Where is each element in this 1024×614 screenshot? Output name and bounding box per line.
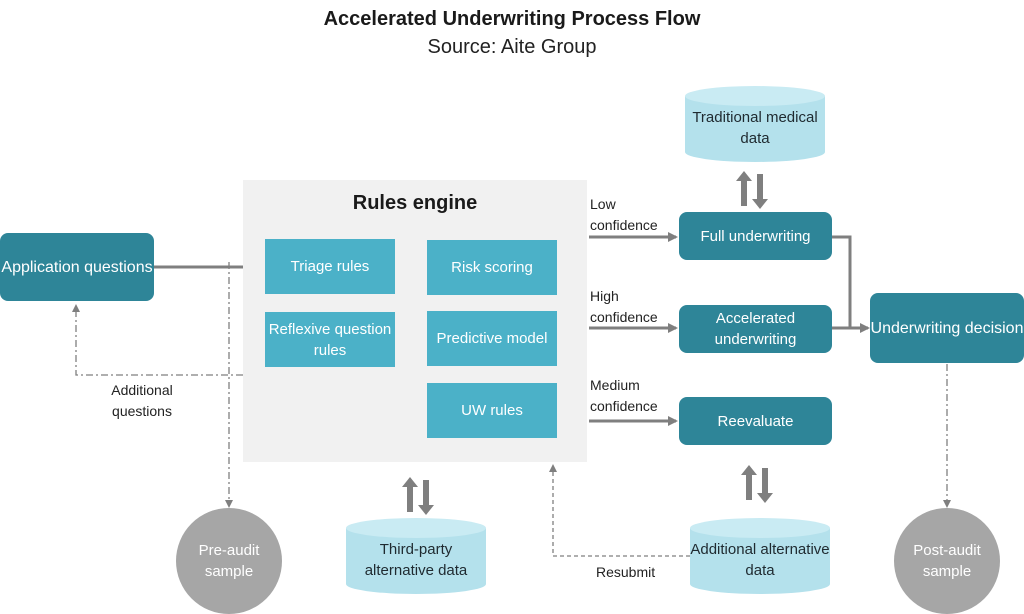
third-party-data-label: Third-party alternative data — [364, 541, 468, 579]
arrow-additional-questions — [72, 304, 243, 376]
application-questions-box: Application questions — [0, 233, 154, 301]
up-down-arrows-icon — [741, 465, 773, 503]
triage-rules-box: Triage rules — [265, 239, 395, 294]
risk-scoring-box: Risk scoring — [427, 240, 557, 295]
post-audit-sample-circle: Post-audit sample — [894, 508, 1000, 614]
predictive-model-box: Predictive model — [427, 311, 557, 366]
high-confidence-label: High confidence — [590, 288, 658, 325]
underwriting-decision-box: Underwriting decision — [870, 293, 1024, 363]
third-party-data-store: Third-party alternative data — [346, 518, 486, 596]
additional-questions-label: Additional questions — [111, 382, 173, 419]
reevaluate-box: Reevaluate — [679, 397, 832, 445]
pre-audit-sample-circle: Pre-audit sample — [176, 508, 282, 614]
additional-alternative-data-label: Additional alternative data — [690, 541, 830, 579]
arrow-full-to-decision — [832, 235, 852, 328]
accelerated-underwriting-box: Accelerated underwriting — [679, 305, 832, 353]
low-confidence-label: Low confidence — [590, 196, 658, 233]
full-underwriting-box: Full underwriting — [679, 212, 832, 260]
up-down-arrows-icon — [402, 477, 434, 515]
uw-rules-box: UW rules — [427, 383, 557, 438]
page-title: Accelerated Underwriting Process Flow — [323, 8, 701, 30]
traditional-medical-data-label: Traditional medical data — [692, 109, 818, 147]
medium-confidence-label: Medium confidence — [590, 377, 658, 414]
additional-alternative-data-store: Additional alternative data — [690, 518, 830, 596]
page-subtitle: Source: Aite Group — [427, 36, 597, 58]
traditional-medical-data-store: Traditional medical data — [685, 86, 825, 164]
rules-engine-title: Rules engine — [352, 192, 478, 214]
arrow-resubmit — [549, 464, 690, 557]
up-down-arrows-icon — [736, 171, 768, 209]
reflexive-question-rules-box: Reflexive question rules — [265, 312, 395, 367]
resubmit-label: Resubmit — [596, 564, 656, 580]
